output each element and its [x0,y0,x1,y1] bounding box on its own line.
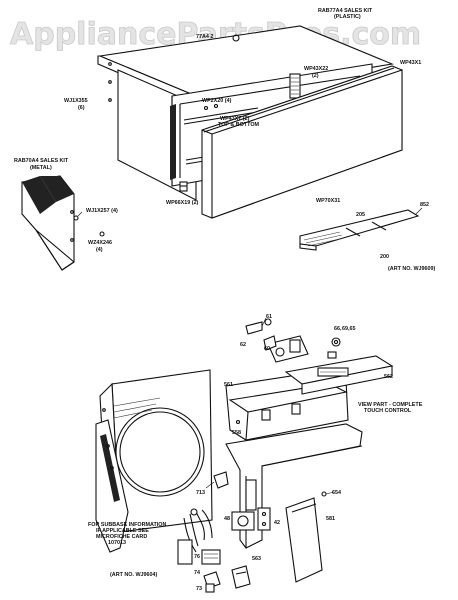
label-kit-top-partial: 77A4 2 [196,34,213,40]
label-subbase-2: IF APPLICABLE SEE [96,528,149,534]
capacitor-48 [231,507,271,531]
label-562: 562 [384,374,393,380]
label-wz4x246: WZ4X246 [88,240,112,246]
control-panel-200 [299,207,423,251]
label-wj1x257: WJ1X257 (4) [86,208,118,214]
label-subbase-4: 107013 [108,540,126,546]
touch-control-board [284,355,394,395]
label-581: 581 [326,516,335,522]
label-74: 74 [194,570,200,576]
side-brace [95,419,129,553]
label-654: 654 [332,490,341,496]
label-wp43x1: WP43X1 [400,60,421,66]
panel-581 [285,497,323,583]
label-66: 66, [334,326,342,332]
screw-wj1x257 [73,211,83,221]
clip-wp66x19 [179,181,188,192]
metal-side-kit [21,175,75,271]
component-713 [205,471,229,489]
label-wp43x7: WP43X7 (2) [220,116,250,122]
label-wj1x355: WJ1X355 [64,98,88,104]
label-wz4x246-qty: (4) [96,247,103,253]
knob-cluster [327,337,341,359]
cord-parts [201,549,221,593]
front-panel-wp70x31 [201,65,403,219]
label-wp70x31: WP70X31 [316,198,340,204]
label-713: 713 [196,490,205,496]
label-wj1x355-qty: (6) [78,105,85,111]
label-view-2: TOUCH CONTROL [364,408,412,414]
label-subbase-3: MICROFICHE CARD [96,534,147,540]
label-view-1: VIEW PART - COMPLETE [358,402,423,408]
switch-cluster [245,317,309,363]
label-art-wj9609: (ART NO. WJ9609) [388,266,436,272]
label-76: 76 [194,554,200,560]
label-kit-plastic: RAB77A4 SALES KIT [318,8,373,14]
label-69-65: 69,65 [342,326,356,332]
label-kit-metal: RAB70A4 SALES KIT [14,158,69,164]
label-200: 200 [380,254,389,260]
wire-harness [177,508,213,565]
label-61: 61 [266,314,272,320]
label-558: 558 [232,430,241,436]
label-art-wj9604: (ART NO. WJ9604) [110,572,158,578]
label-kit-plastic-qual: (PLASTIC) [334,14,361,20]
label-wp2x20: WP2X20 (4) [202,98,232,104]
component-563 [231,565,251,589]
screw-wz4x246 [99,231,105,237]
watermark-text: AppliancePartsPros.com [10,17,421,52]
label-wp43x7-note: TOP & BOTTOM [218,122,260,128]
label-wp43x22: WP43X22 [304,66,328,72]
label-wp43x22-qty: (2) [312,73,319,79]
label-205: 205 [356,212,365,218]
label-73: 73 [196,586,202,592]
label-subbase-1: FOR SUBBASE INFORMATION [88,522,166,528]
label-60: 60 [264,346,270,352]
label-wp66x19: WP66X19 (2) [166,200,199,206]
label-852: 852 [420,202,429,208]
label-kit-metal-qual: (METAL) [30,165,52,171]
screw-654 [321,491,335,497]
label-563: 563 [252,556,261,562]
label-62: 62 [240,342,246,348]
label-48: 48 [224,516,230,522]
label-561: 561 [224,382,233,388]
label-42: 42 [274,520,280,526]
